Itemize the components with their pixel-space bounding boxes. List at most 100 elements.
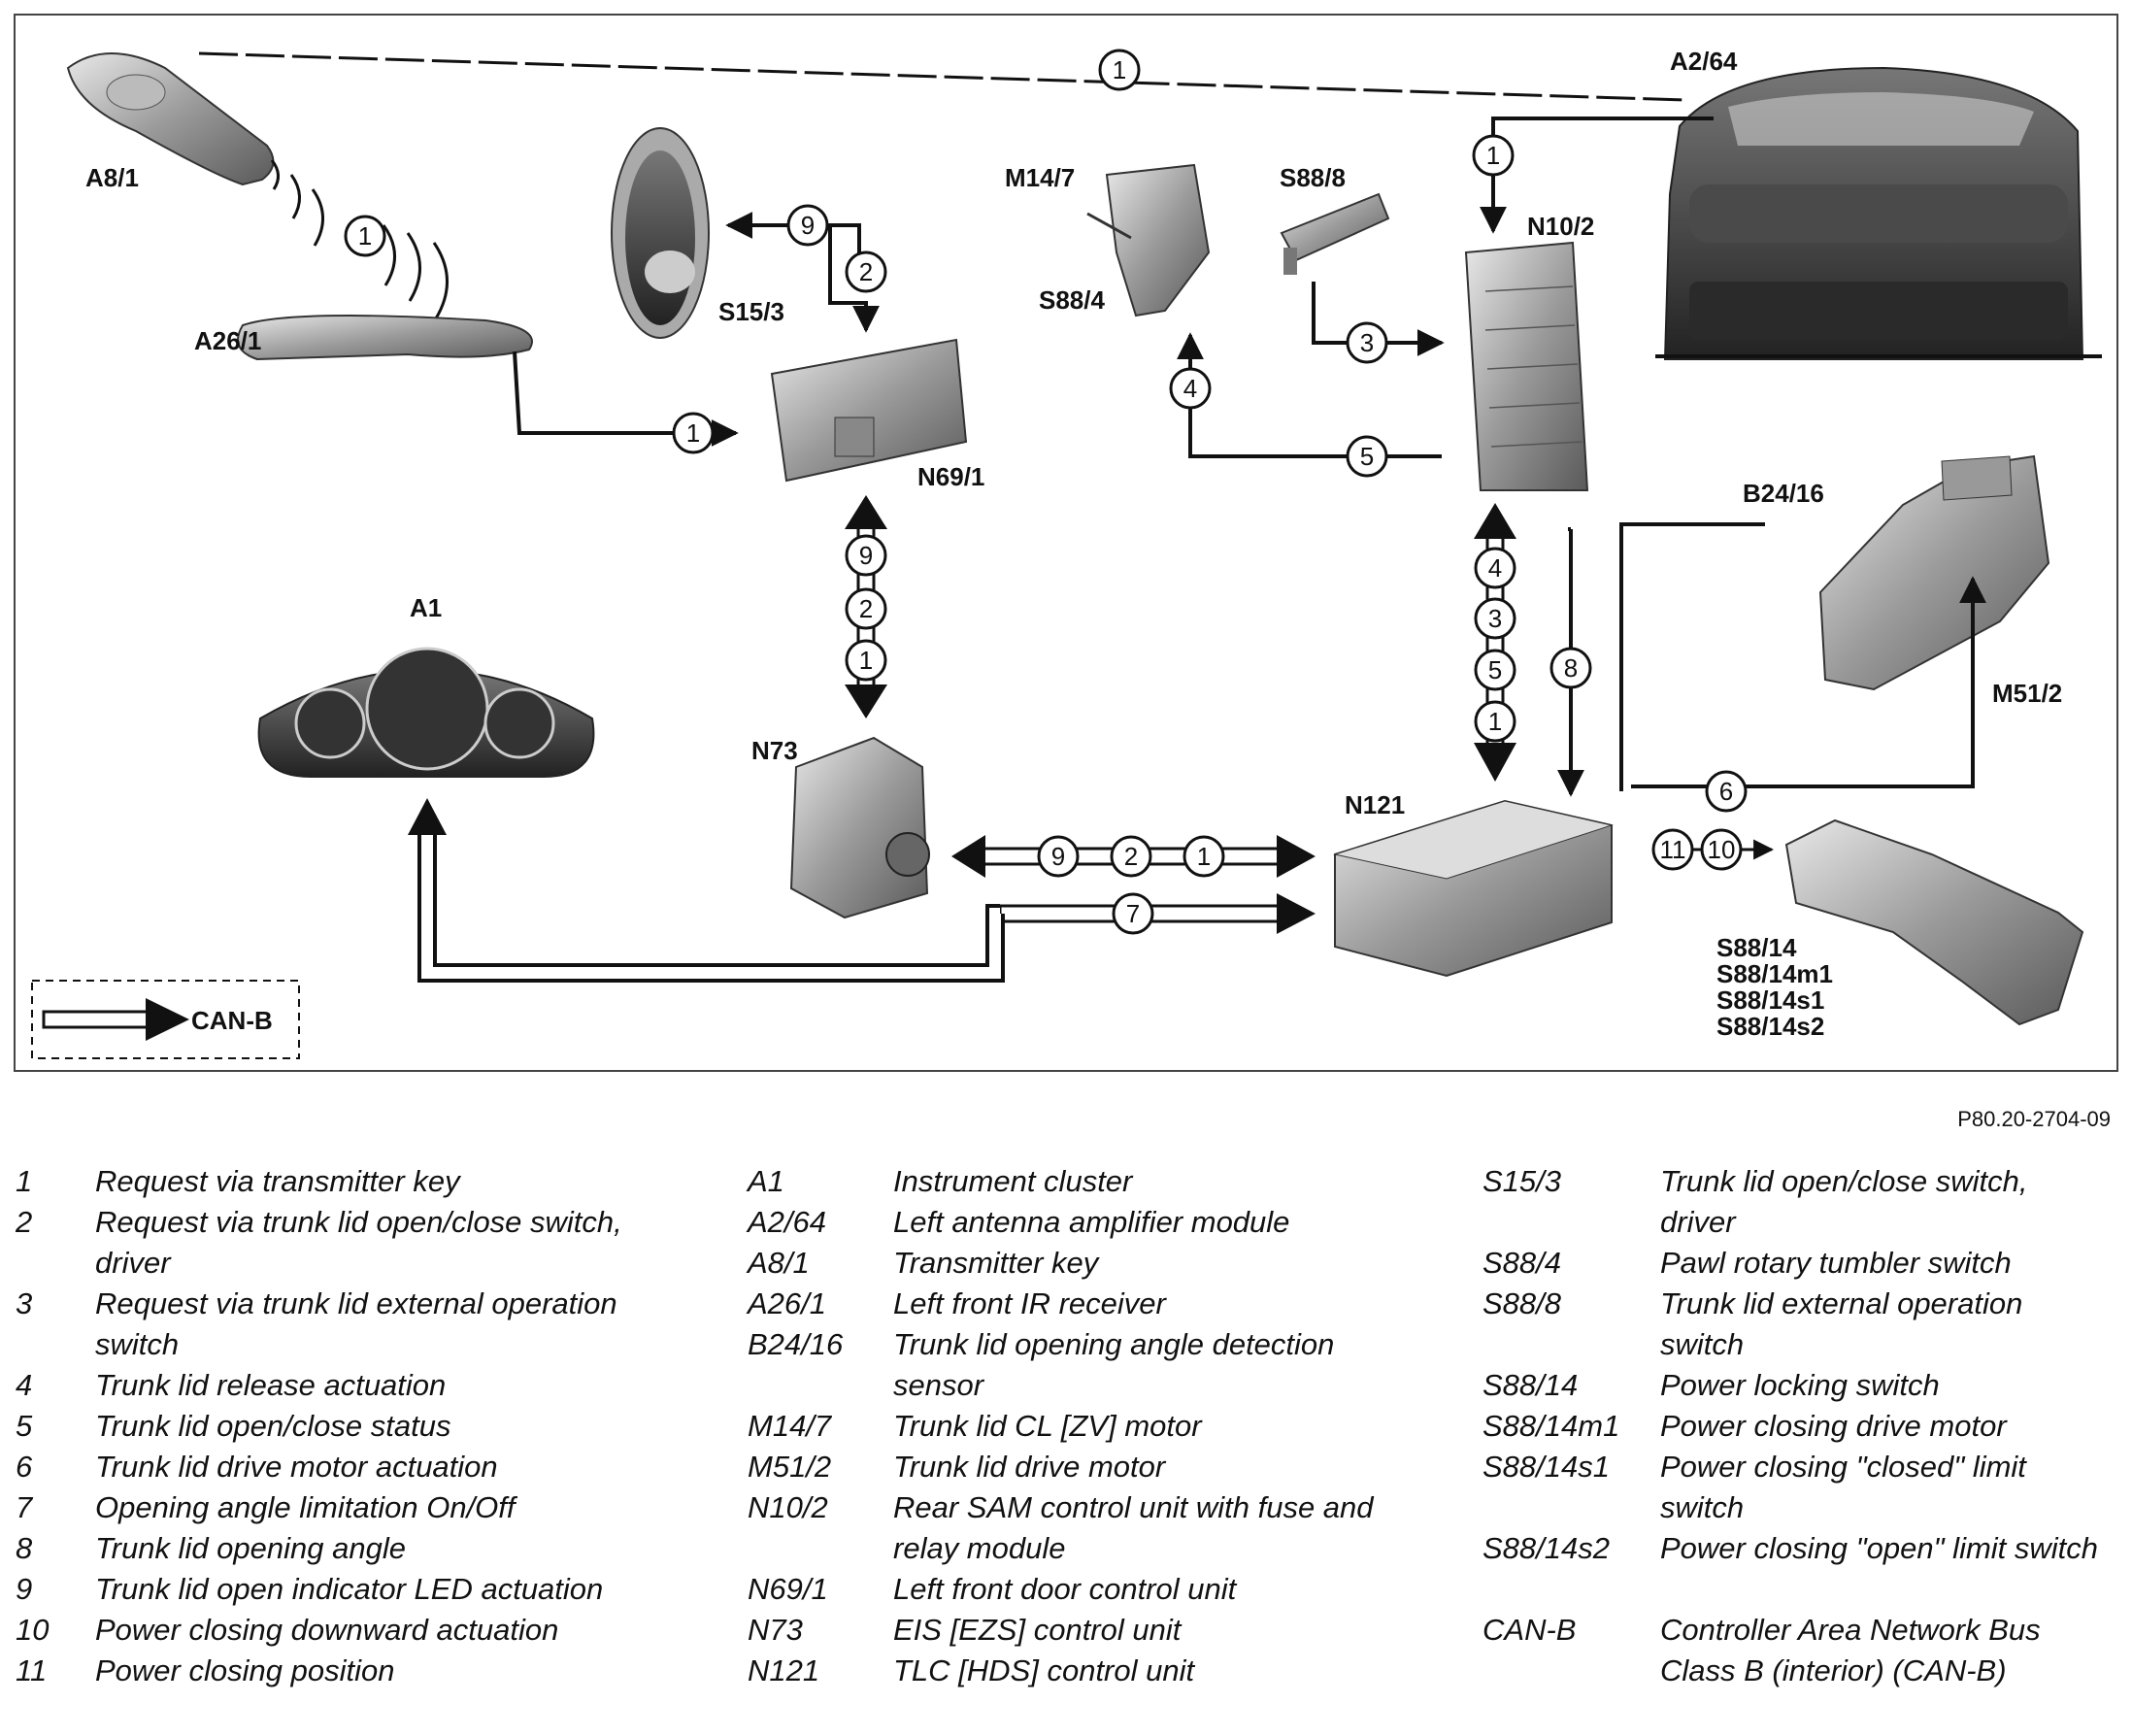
legend-code: 3 <box>16 1286 33 1320</box>
diagram-frame <box>14 14 2118 1072</box>
power-locking-s88-14-icon <box>1784 818 2084 1026</box>
legend-code: 11 <box>16 1653 48 1687</box>
legend-code: 2 <box>16 1205 33 1239</box>
svg-text:9: 9 <box>801 211 815 240</box>
figure-reference: P80.20-2704-09 <box>1957 1107 2111 1131</box>
door-control-unit-n69-icon <box>770 338 968 483</box>
trunk-switch-s15-icon <box>611 127 710 339</box>
label-s88-14s2: S88/14s2 <box>1716 1012 1824 1041</box>
connection-lines <box>198 51 1986 860</box>
signal-marker: 1 <box>344 215 386 257</box>
legend-desc: Power locking switch <box>1660 1368 1940 1402</box>
svg-text:3: 3 <box>1488 604 1502 633</box>
label-a2-64: A2/64 <box>1670 47 1738 76</box>
legend-desc: Transmitter key <box>893 1246 1099 1280</box>
eis-control-unit-n73-icon <box>789 736 930 919</box>
legend-code: B24/16 <box>748 1327 844 1361</box>
svg-text:1: 1 <box>686 418 700 448</box>
signal-marker: 2 <box>845 250 887 293</box>
legend-code: S15/3 <box>1482 1164 1562 1198</box>
svg-text:2: 2 <box>859 257 873 286</box>
label-n121: N121 <box>1345 790 1405 819</box>
legend-desc: Rear SAM control unit with fuse and rela… <box>893 1490 1374 1565</box>
svg-text:2: 2 <box>1124 842 1138 871</box>
svg-text:5: 5 <box>1488 655 1502 684</box>
svg-text:1: 1 <box>1197 842 1211 871</box>
svg-text:3: 3 <box>1360 328 1374 357</box>
label-m14-7: M14/7 <box>1005 163 1075 192</box>
legend-desc: TLC [HDS] control unit <box>893 1653 1195 1687</box>
label-n69-1: N69/1 <box>917 462 984 491</box>
radio-waves-icon <box>270 159 449 319</box>
legend-desc: Trunk lid drive motor <box>893 1450 1166 1484</box>
label-b24-16: B24/16 <box>1743 479 1824 508</box>
label-a8-1: A8/1 <box>85 163 139 192</box>
svg-text:9: 9 <box>859 541 873 570</box>
svg-text:1: 1 <box>1486 141 1500 170</box>
legend-desc: Trunk lid external operation switch <box>1660 1286 2023 1361</box>
signal-marker: 6 <box>1705 770 1748 813</box>
legend-desc: Pawl rotary tumbler switch <box>1660 1246 2012 1280</box>
svg-text:4: 4 <box>1183 374 1197 403</box>
legend-desc: EIS [EZS] control unit <box>893 1613 1182 1647</box>
legend-code: S88/8 <box>1482 1286 1562 1320</box>
legend-row: 10 Power closing downward actuation <box>16 1610 685 1651</box>
legend-code: S88/14m1 <box>1482 1409 1620 1443</box>
legend-spacer <box>1482 1569 2123 1610</box>
legend-code: A1 <box>748 1164 784 1198</box>
legend-desc: Trunk lid release actuation <box>95 1368 447 1402</box>
component-labels: A8/1 A26/1 S15/3 N69/1 M14/7 S88/4 S88/8… <box>85 47 2062 1041</box>
signal-marker: 2 <box>845 587 887 630</box>
label-s88-4: S88/4 <box>1039 285 1105 315</box>
signal-marker: 1 <box>1472 134 1515 177</box>
signal-marker: 4 <box>1169 367 1212 410</box>
signal-marker: 4 <box>1474 547 1516 589</box>
transmitter-key-icon <box>66 52 275 186</box>
signal-marker: 1 <box>1474 700 1516 743</box>
car-rear-icon <box>1655 66 2102 360</box>
signal-marker: 1 <box>672 412 715 454</box>
legend-code: S88/14 <box>1482 1368 1579 1402</box>
signal-marker: 9 <box>845 534 887 577</box>
legend-row: S88/8 Trunk lid external operation switch <box>1482 1284 2123 1365</box>
label-s88-14s1: S88/14s1 <box>1716 985 1824 1015</box>
legend-code: N10/2 <box>748 1490 828 1524</box>
svg-text:7: 7 <box>1126 899 1140 928</box>
ir-receiver-handle-icon <box>237 315 533 361</box>
rear-sam-n10-icon <box>1464 241 1589 491</box>
signal-marker: 8 <box>1549 647 1592 689</box>
label-n10-2: N10/2 <box>1527 212 1594 241</box>
legend-code: CAN-B <box>1482 1613 1577 1647</box>
legend-code: M51/2 <box>748 1450 832 1484</box>
legend-code: N121 <box>748 1653 820 1687</box>
legend-code: A26/1 <box>748 1286 827 1320</box>
svg-text:1: 1 <box>859 646 873 675</box>
svg-text:1: 1 <box>358 221 372 250</box>
legend-desc: Controller Area Network Bus Class B (int… <box>1660 1613 2041 1687</box>
signal-marker: 5 <box>1346 435 1388 478</box>
legend-code: A2/64 <box>748 1205 827 1239</box>
label-n73: N73 <box>751 736 798 765</box>
cl-motor-m14-icon <box>1086 163 1211 317</box>
svg-text:9: 9 <box>1051 842 1065 871</box>
legend-code: 10 <box>16 1613 50 1647</box>
label-s15-3: S15/3 <box>718 297 784 326</box>
legend-desc: Power closing "closed" limit switch <box>1660 1450 2026 1524</box>
legend-desc: Power closing downward actuation <box>95 1613 559 1647</box>
legend-desc: Opening angle limitation On/Off <box>95 1490 516 1524</box>
legend-desc: Request via transmitter key <box>95 1164 460 1198</box>
